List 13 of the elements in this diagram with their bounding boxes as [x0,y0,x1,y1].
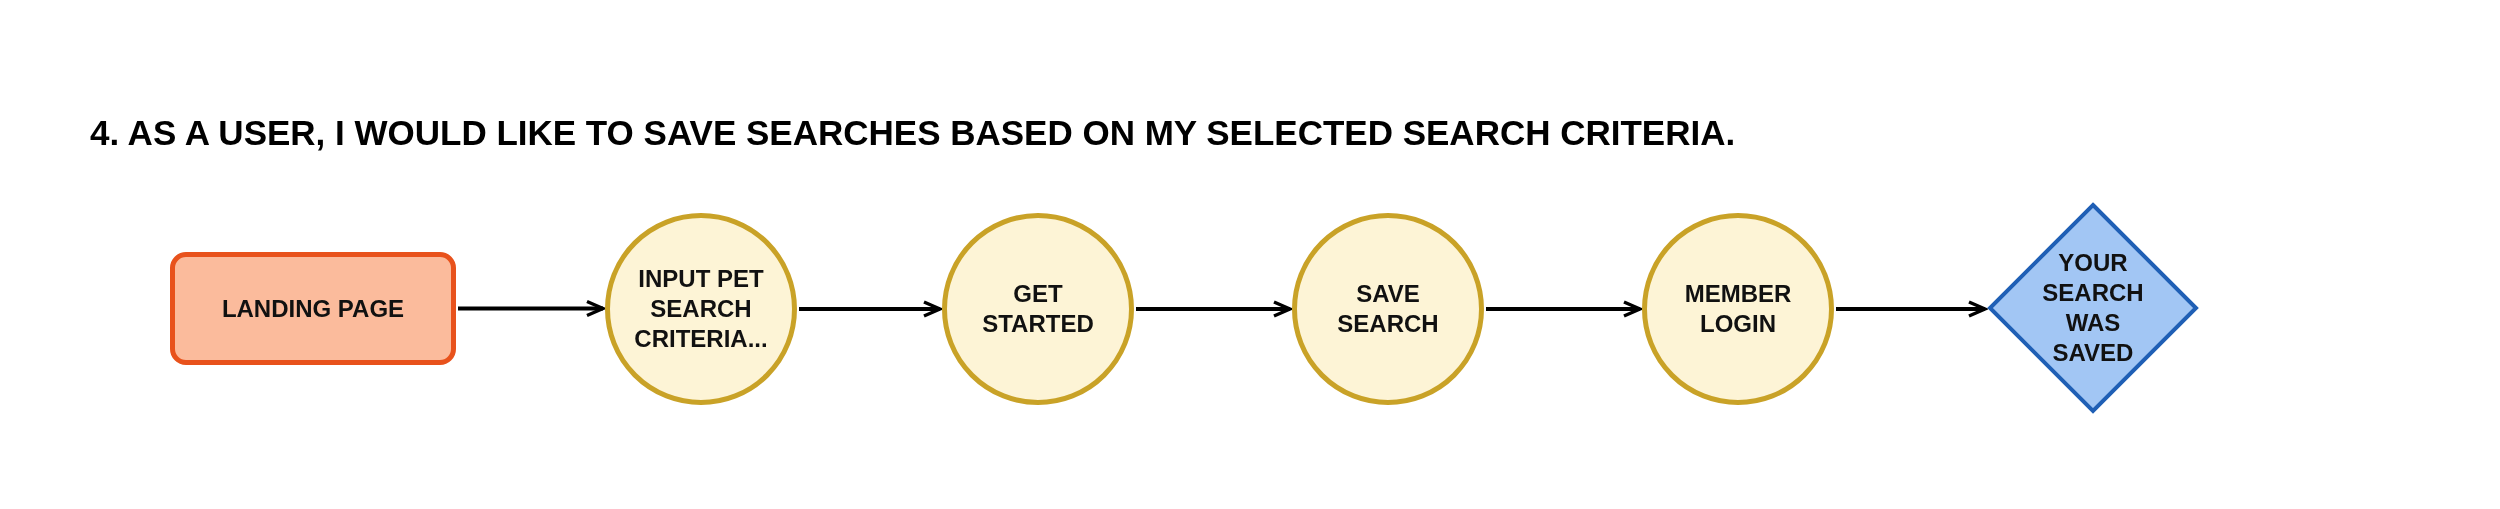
node-label: YOUR SEARCH WAS SAVED [2041,248,2145,368]
arrow [458,299,605,318]
node-label: SAVE SEARCH [1336,279,1440,339]
decision-diamond [1987,202,2199,414]
arrow [799,300,942,318]
arrow [1486,300,1642,318]
node-label: LANDING PAGE [221,293,405,324]
node-label: MEMBER LOGIN [1683,279,1793,339]
arrow [1136,300,1292,318]
diagram-title: 4. AS A USER, I WOULD LIKE TO SAVE SEARCHES BASED ON MY SELECTED SEARCH CRITERIA. [90,113,1736,153]
node-label: INPUT PET SEARCH CRITERIA... [633,264,769,354]
process-box [170,252,456,365]
node-label: GET STARTED [981,279,1095,339]
